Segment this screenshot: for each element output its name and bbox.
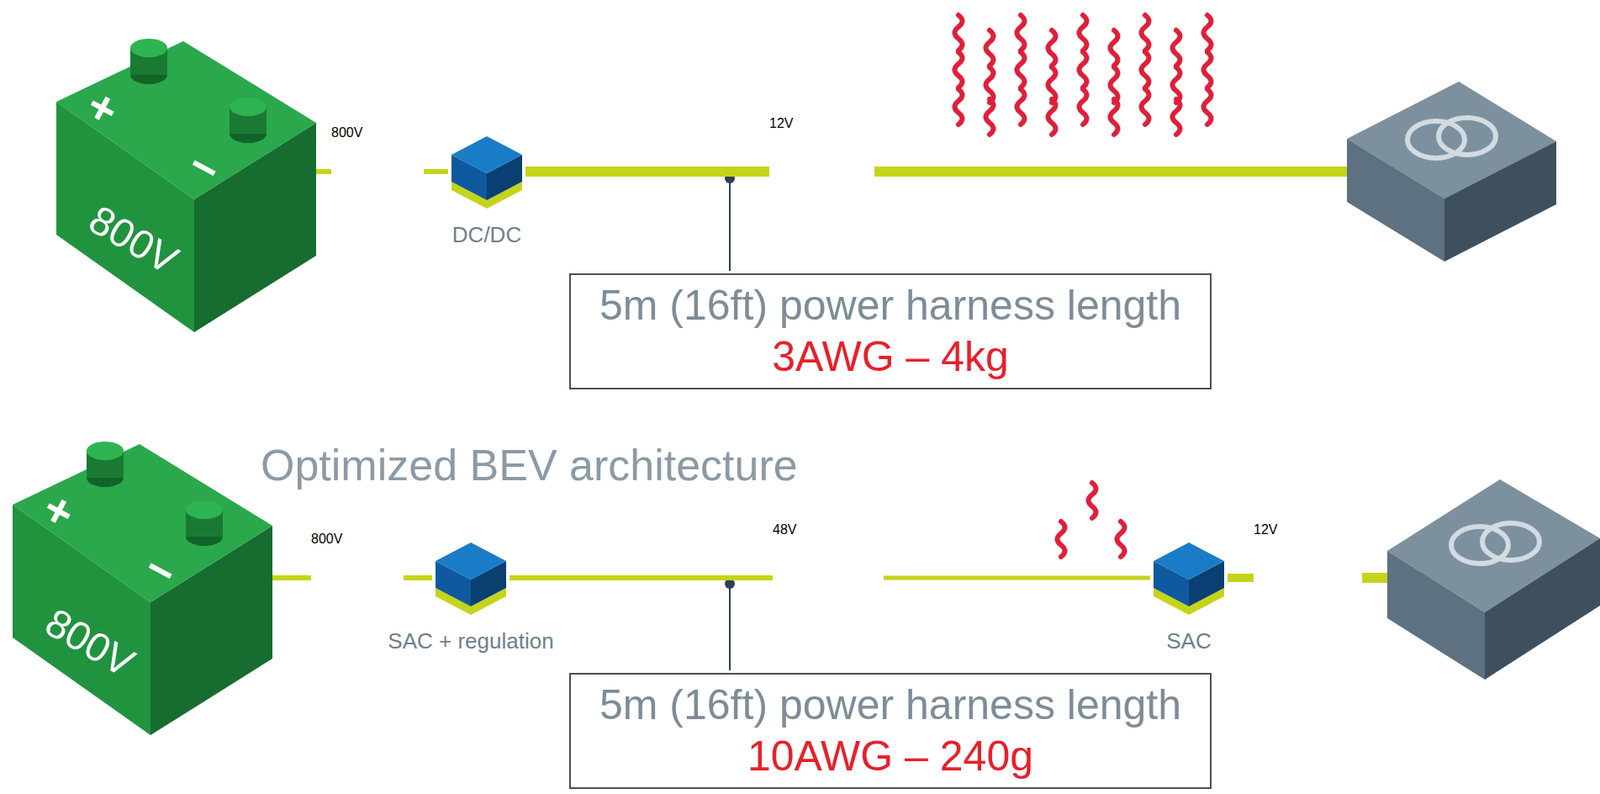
heat-wave — [1141, 52, 1150, 88]
wire-gauge-weight: 10AWG – 240g — [599, 730, 1182, 782]
heat-wave — [955, 52, 963, 88]
battery-terminal — [185, 500, 223, 546]
power-wire — [403, 575, 433, 581]
power-wire — [1227, 573, 1254, 582]
converter-label: SAC + regulation — [387, 628, 554, 655]
harness-length: 5m (16ft) power harness length — [599, 679, 1182, 731]
power-wire — [883, 575, 1151, 581]
heat-wave — [986, 99, 994, 135]
heat-wave — [1203, 89, 1212, 125]
load-module — [1387, 479, 1600, 680]
voltage-circle: 48V — [772, 522, 884, 634]
section-title: Optimized BEV architecture — [260, 438, 798, 492]
power-wire — [525, 166, 770, 177]
power-wire — [272, 575, 312, 581]
voltage-label: 48V — [772, 522, 884, 538]
voltage-label: 800V — [311, 531, 404, 547]
heat-wave — [1203, 15, 1212, 51]
battery-terminal — [229, 97, 267, 143]
voltage-circle: 800V — [331, 125, 424, 218]
heat-wave — [1203, 52, 1212, 88]
converter-label: SAC — [1166, 628, 1211, 655]
converter-cube — [432, 538, 510, 617]
power-wire — [874, 166, 1396, 177]
callout-box: 5m (16ft) power harness length10AWG – 24… — [569, 672, 1212, 789]
voltage-circle: 12V — [769, 116, 881, 228]
voltage-label: 800V — [331, 125, 424, 141]
heat-wave — [1017, 89, 1025, 125]
voltage-circle: 12V — [1253, 522, 1365, 634]
heat-wave — [1117, 521, 1125, 557]
converter-cube — [448, 132, 526, 211]
heat-wave — [1079, 52, 1088, 88]
battery-terminal — [130, 38, 168, 85]
converter-box: SAC + regulation — [432, 538, 510, 617]
heat-wave — [1079, 89, 1088, 125]
converter-label: DC/DC — [452, 221, 522, 249]
heat-wave — [1110, 99, 1119, 135]
wire-gauge-weight: 3AWG – 4kg — [599, 331, 1182, 383]
heat-wave — [1079, 15, 1088, 51]
converter-box: SAC — [1150, 538, 1228, 617]
battery-terminal — [86, 441, 124, 487]
heat-wave — [1088, 482, 1097, 518]
heat-wave — [1048, 30, 1057, 66]
voltage-label: 12V — [1253, 522, 1365, 538]
voltage-label: 12V — [769, 116, 881, 132]
callout-box: 5m (16ft) power harness length3AWG – 4kg — [569, 273, 1212, 390]
harness-length: 5m (16ft) power harness length — [599, 279, 1182, 332]
heat-wave — [1110, 30, 1119, 66]
heat-wave — [1141, 89, 1150, 125]
heat-wave — [955, 89, 963, 125]
heat-wave — [1017, 52, 1025, 88]
heat-wave — [1172, 99, 1181, 135]
converter-box: DC/DC — [448, 132, 526, 211]
voltage-circle: 800V — [311, 531, 404, 624]
leader-line — [724, 173, 735, 271]
load-module — [1346, 81, 1557, 262]
heat-wave — [955, 15, 963, 51]
heat-wave — [1172, 30, 1181, 66]
power-wire — [423, 168, 449, 175]
heat-wave — [1141, 15, 1150, 51]
leader-line — [724, 578, 735, 671]
heat-wave — [1017, 15, 1025, 51]
power-wire — [316, 168, 332, 175]
heat-wave — [1048, 99, 1057, 135]
power-wire — [509, 575, 773, 581]
heat-wave — [986, 30, 994, 66]
converter-cube — [1150, 538, 1228, 617]
heat-wave — [1057, 521, 1066, 557]
